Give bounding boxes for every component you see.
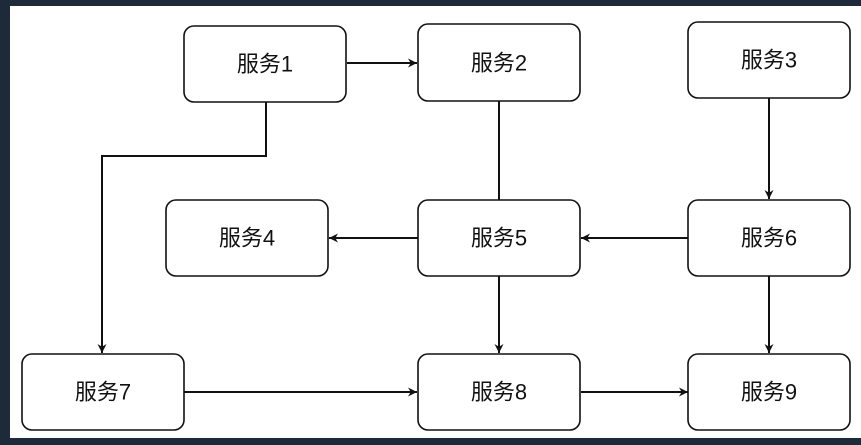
node-s2-label: 服务2 — [471, 51, 527, 76]
node-s3-label: 服务3 — [741, 48, 797, 73]
node-s4-box — [165, 199, 329, 277]
node-s2[interactable]: 服务2 — [417, 23, 581, 102]
node-s5[interactable]: 服务5 — [417, 199, 581, 277]
node-s8-label: 服务8 — [471, 380, 527, 405]
node-s4-label: 服务4 — [219, 226, 275, 251]
node-s1-box — [183, 25, 347, 103]
node-s9-box — [687, 353, 851, 431]
node-s3[interactable]: 服务3 — [687, 21, 851, 99]
node-s6-box — [687, 199, 851, 277]
node-s7[interactable]: 服务7 — [21, 353, 185, 431]
node-s5-label: 服务5 — [471, 226, 527, 251]
node-s6[interactable]: 服务6 — [687, 199, 851, 277]
node-s3-box — [687, 21, 851, 99]
node-s7-label: 服务7 — [75, 380, 131, 405]
node-s7-box — [21, 353, 185, 431]
edge-s1-s7 — [97, 102, 267, 353]
node-s8[interactable]: 服务8 — [417, 353, 581, 431]
node-s4[interactable]: 服务4 — [165, 199, 329, 277]
node-s6-label: 服务6 — [741, 226, 797, 251]
node-s9-label: 服务9 — [741, 380, 797, 405]
node-s1-label: 服务1 — [237, 52, 293, 77]
node-s2-box — [417, 23, 581, 102]
node-s1[interactable]: 服务1 — [183, 25, 347, 103]
nodes-layer: 服务1 服务2 服务3 服务4 服务5 服务6 — [21, 21, 851, 431]
node-s8-box — [417, 353, 581, 431]
node-s9[interactable]: 服务9 — [687, 353, 851, 431]
node-s5-box — [417, 199, 581, 277]
